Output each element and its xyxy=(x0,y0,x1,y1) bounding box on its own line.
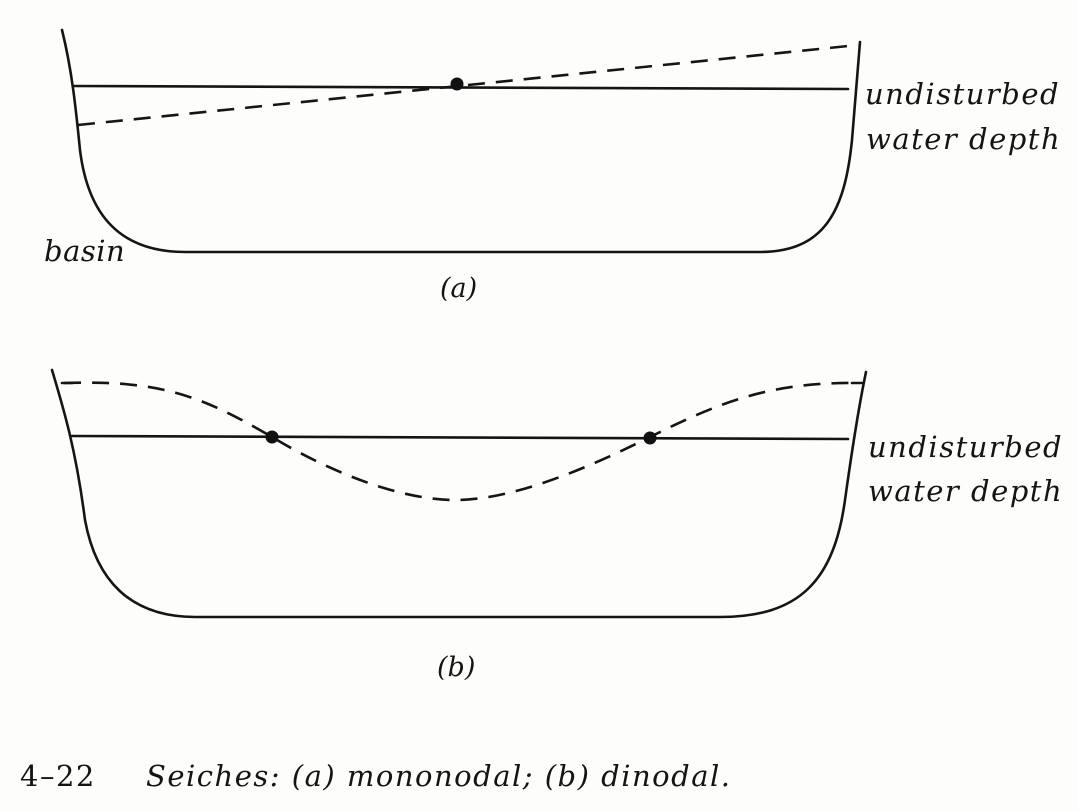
depth-label-a-line1: undisturbed xyxy=(865,77,1060,111)
panel-a: undisturbed water depth basin (a) xyxy=(44,28,1061,304)
depth-label-a-line2: water depth xyxy=(866,122,1061,156)
node-a xyxy=(450,77,464,91)
node-b-right xyxy=(643,431,657,445)
figure-caption: 4–22 Seiches: (a) mononodal; (b) dinodal… xyxy=(20,759,731,793)
panel-label-a: (a) xyxy=(440,273,477,304)
depth-label-b-line1: undisturbed xyxy=(868,430,1063,464)
panel-label-b: (b) xyxy=(437,652,475,683)
displaced-surface-b xyxy=(63,381,859,502)
basin-label: basin xyxy=(44,234,125,268)
caption-text: Seiches: (a) mononodal; (b) dinodal. xyxy=(146,759,731,793)
basin-outline-a xyxy=(60,28,862,254)
panel-b: undisturbed water depth (b) xyxy=(50,368,1063,683)
displaced-surface-a xyxy=(77,43,859,127)
node-b-left xyxy=(265,430,279,444)
depth-label-b-line2: water depth xyxy=(868,474,1063,508)
caption-number: 4–22 xyxy=(20,759,96,793)
undisturbed-surface-b xyxy=(70,434,850,441)
basin-outline-b xyxy=(50,368,868,619)
